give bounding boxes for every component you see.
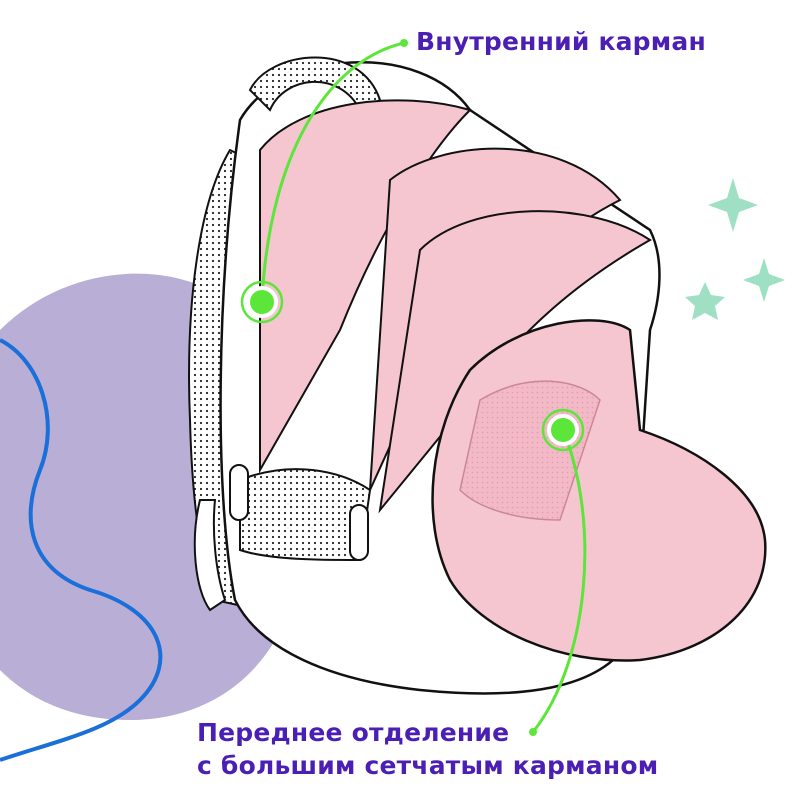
sparkle-stars — [685, 178, 785, 320]
decorative-cord — [0, 338, 163, 762]
hotspot-front-compartment[interactable] — [547, 414, 579, 446]
callout-front-compartment-line1: Переднее отделение — [197, 718, 510, 747]
hotspot-inner-pocket[interactable] — [246, 286, 278, 318]
callout-line-front-compartment — [531, 429, 587, 733]
callout-front-compartment: Переднее отделение с большим сетчатым ка… — [197, 716, 658, 782]
zipper-pull-left — [229, 464, 249, 521]
callout-inner-pocket: Внутренний карман — [416, 27, 706, 56]
callout-front-compartment-line2: с большим сетчатым карманом — [197, 751, 659, 780]
callout-line-inner-pocket — [260, 41, 405, 301]
zipper-pull-right — [349, 504, 369, 561]
